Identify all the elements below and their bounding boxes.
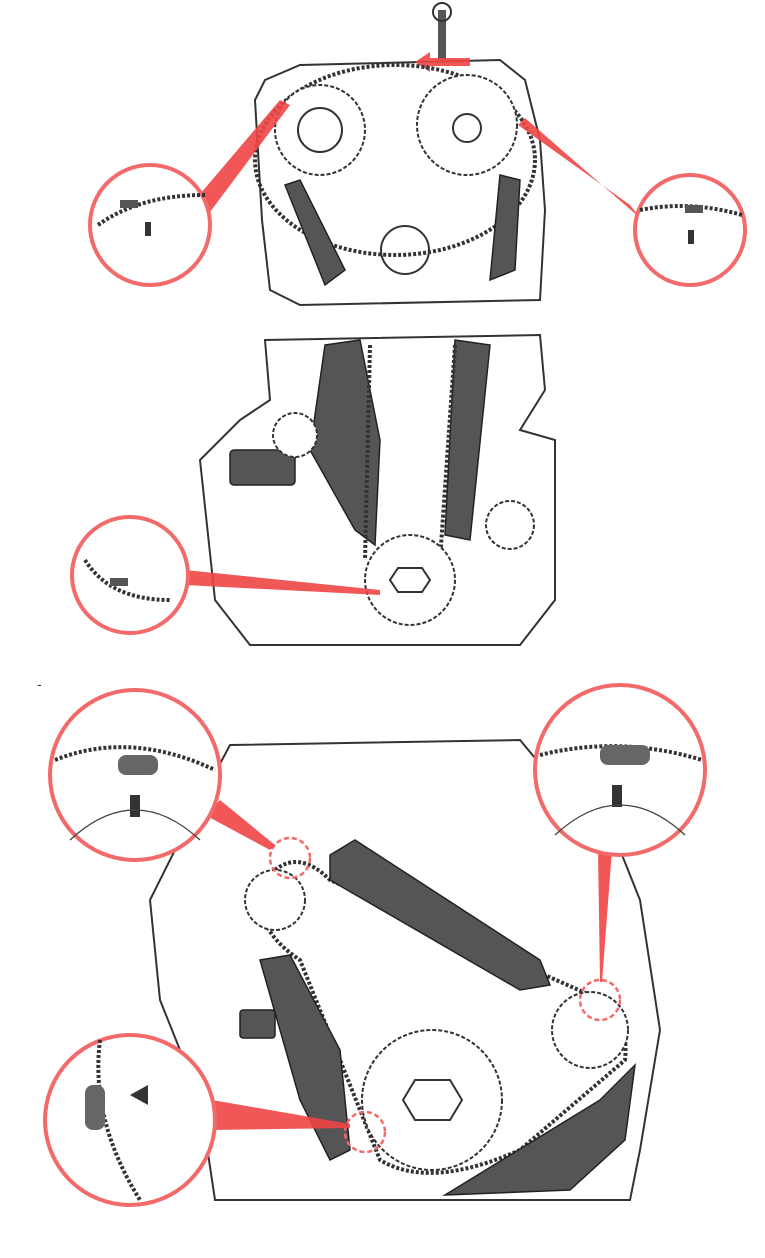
- balance-shaft-sprocket-right: [485, 500, 535, 550]
- upper-right-guide: [489, 174, 521, 282]
- marker-exhaust: [578, 978, 622, 1022]
- timing-chain: [253, 63, 537, 257]
- chain-tensioner-bottom: [239, 1009, 276, 1039]
- exhaust-cam-sprocket-bottom: [551, 991, 629, 1069]
- callout-pointer-crank: [185, 570, 380, 595]
- crankshaft-sprocket-bottom: [361, 1029, 503, 1171]
- intake-cam-sprocket-bottom: [244, 869, 306, 931]
- tensioner-rail: [259, 954, 351, 1162]
- callout-exhaust-cam-mark-bottom: [533, 683, 707, 857]
- callout-crank-mark: [70, 515, 190, 635]
- callout-intake-cam-mark: [88, 163, 212, 287]
- engine-block-outline: [198, 333, 556, 646]
- exhaust-cam-hub: [452, 113, 482, 143]
- upper-guide-rail: [329, 839, 552, 991]
- bottom-engine-diagram: [43, 683, 707, 1207]
- lower-guide-rail: [442, 1062, 637, 1196]
- callout-pointer-exhaust-bottom: [598, 850, 612, 982]
- crankshaft-sprocket: [364, 534, 456, 626]
- callout-intake-cam-mark-bottom: [48, 688, 222, 862]
- callout-pointer-crank-bottom: [212, 1100, 350, 1130]
- marker-crank: [343, 1110, 387, 1154]
- top-engine-diagram: [70, 2, 747, 646]
- callout-pointer-exhaust: [518, 118, 640, 218]
- upper-left-guide: [284, 179, 346, 287]
- stray-mark: -: [37, 676, 42, 692]
- timing-triangle-icon: [130, 1085, 148, 1105]
- exhaust-cam-sprocket: [416, 74, 518, 176]
- intake-cam-sprocket: [274, 84, 366, 176]
- chain-tensioner: [229, 449, 296, 486]
- center-bore: [380, 225, 430, 275]
- lower-fixed-guide: [444, 339, 491, 541]
- callout-exhaust-cam-mark: [633, 173, 747, 287]
- wrench-icon: [432, 2, 452, 60]
- balance-shaft-sprocket-left: [272, 412, 318, 458]
- callout-crank-mark-bottom: [43, 1033, 217, 1207]
- intake-cam-hub: [297, 107, 343, 153]
- timing-chain-bottom: [260, 860, 628, 1175]
- crank-bolt-bottom: [401, 1079, 464, 1121]
- callout-pointer-intake-bottom: [205, 800, 275, 850]
- cylinder-head-outline: [253, 58, 547, 307]
- crank-bolt: [388, 567, 432, 593]
- callout-pointer-intake: [195, 100, 290, 212]
- marker-intake: [268, 836, 312, 880]
- lower-timing-chain: [363, 344, 457, 561]
